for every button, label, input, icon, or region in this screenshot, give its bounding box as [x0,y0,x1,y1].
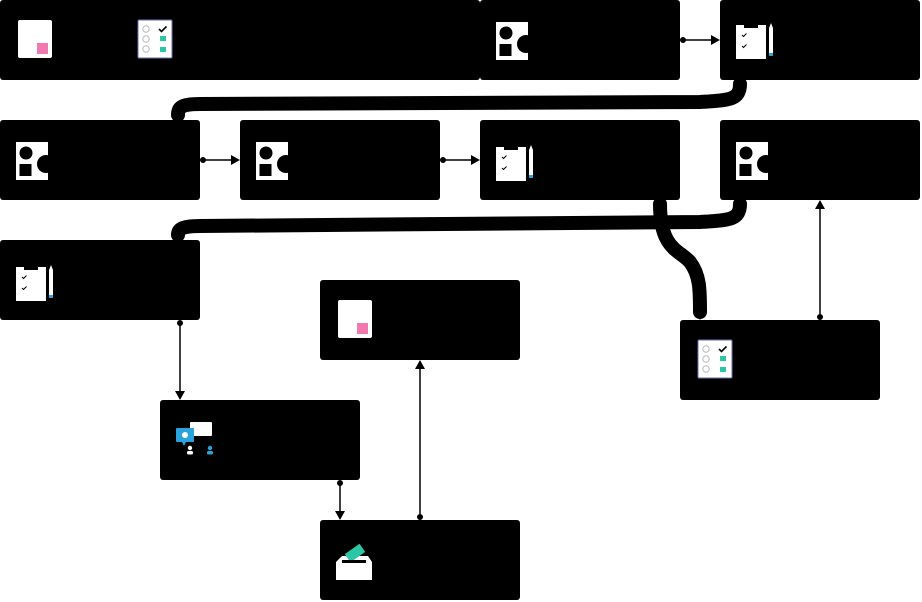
connector-start-dot [200,157,206,163]
flow-connector [680,35,720,45]
node-box [480,120,680,200]
arrowhead [335,511,345,520]
process-node[interactable] [0,240,200,320]
connector-line [171,77,747,122]
sticky-note-icon [338,300,372,338]
arrowhead [711,35,720,45]
flow-connector [335,480,345,520]
process-node[interactable] [0,120,200,200]
process-node[interactable] [320,520,520,600]
process-node[interactable] [720,120,920,200]
connector-start-dot [177,320,183,326]
node-box [720,0,920,80]
process-node[interactable] [137,19,173,59]
connector-line [653,197,707,319]
sticky-note-icon [18,20,52,58]
checklist-icon [697,339,733,379]
flow-connector [200,155,240,165]
connector-start-dot [417,514,423,520]
flow-connector [440,155,480,165]
node-box [720,120,920,200]
connector-start-dot [817,314,823,320]
flow-connector [653,197,707,320]
connector-line [171,197,747,242]
connector-start-dot [680,37,686,43]
node-box [240,120,440,200]
arrowhead [173,111,183,120]
process-node[interactable] [480,0,680,80]
connector-start-dot [737,81,743,87]
flow-connector [175,320,185,400]
node-box [480,0,680,80]
node-box [0,0,480,80]
node-box [160,400,360,480]
arrowhead [815,200,825,209]
arrowhead [175,391,185,400]
process-node[interactable] [680,320,880,400]
flow-connector [415,360,425,520]
arrowhead [415,360,425,369]
node-box [0,120,200,200]
process-node[interactable] [320,280,520,360]
process-node[interactable] [160,400,360,480]
arrowhead [695,311,705,320]
arrowhead [173,231,183,240]
process-node[interactable] [480,120,680,200]
process-node[interactable] [0,0,480,80]
connector-start-dot [440,157,446,163]
connector-start-dot [737,201,743,207]
arrowhead [471,155,480,165]
connector-start-dot [337,480,343,486]
process-node[interactable] [240,120,440,200]
flow-connector [171,197,747,242]
process-node[interactable] [720,0,920,80]
flow-connector [815,200,825,320]
flow-connector [171,77,747,122]
connector-start-dot [657,201,663,207]
arrowhead [231,155,240,165]
node-box [320,520,520,600]
checklist-icon [137,19,173,59]
node-box [0,240,200,320]
